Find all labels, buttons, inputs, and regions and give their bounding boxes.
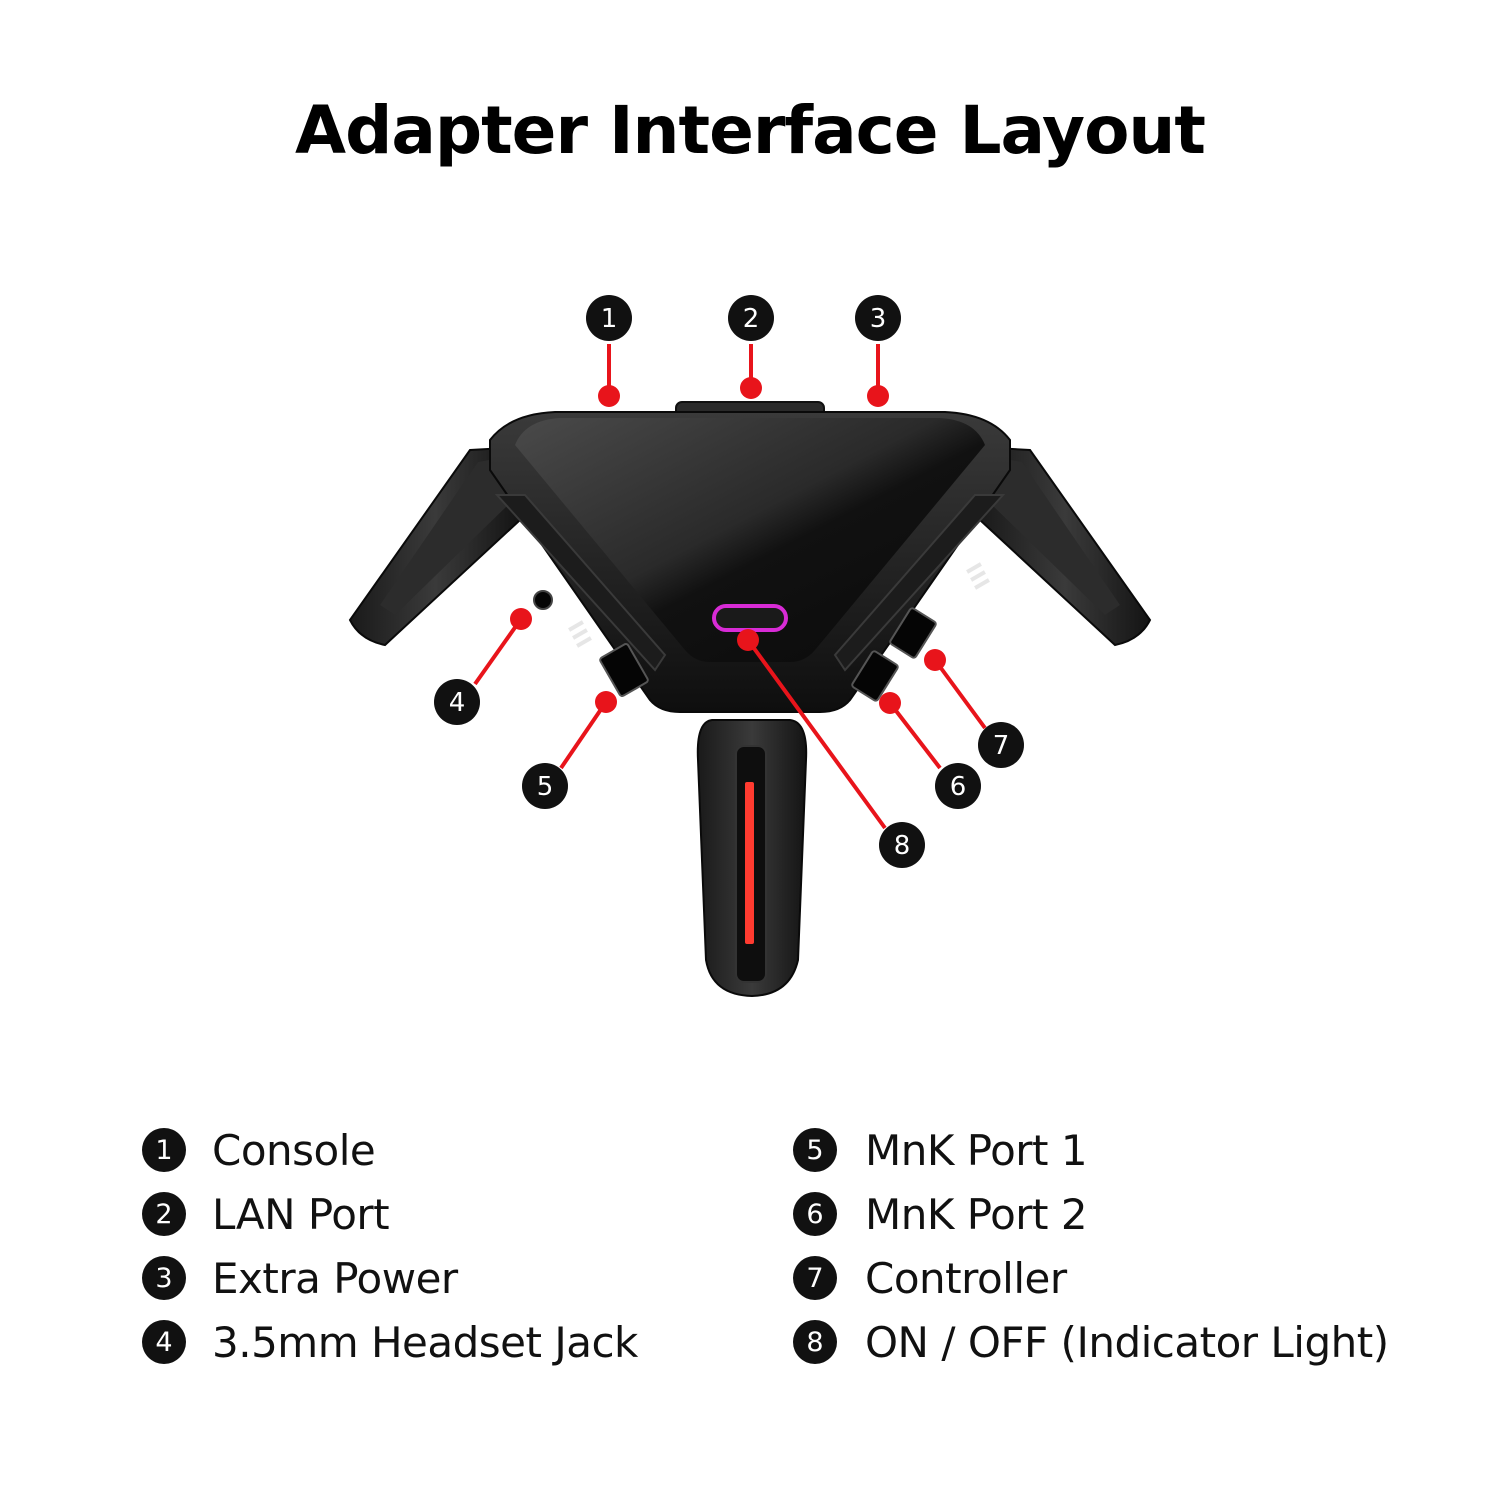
legend-label: Console — [212, 1125, 376, 1175]
callout-dot-4 — [510, 608, 532, 630]
callout-line-7 — [933, 658, 987, 730]
legend-number: 2 — [142, 1192, 186, 1236]
legend-label: Controller — [865, 1253, 1067, 1303]
callout-badge-8: 8 — [879, 822, 925, 868]
page-title: Adapter Interface Layout — [295, 92, 1206, 169]
callout-badge-1: 1 — [586, 295, 632, 341]
svg-text:6: 6 — [950, 772, 967, 802]
legend-right: 5 MnK Port 1 6 MnK Port 2 7 Controller 8… — [793, 1118, 1389, 1374]
legend-number: 7 — [793, 1256, 837, 1300]
callout-badge-4: 4 — [434, 679, 480, 725]
callout-dot-6 — [879, 692, 901, 714]
legend-label: ON / OFF (Indicator Light) — [865, 1317, 1389, 1367]
legend-number: 4 — [142, 1320, 186, 1364]
mnk-port-2 — [851, 650, 899, 702]
callout-line-6 — [888, 701, 942, 770]
legend-label: MnK Port 1 — [865, 1125, 1088, 1175]
callout-badge-7: 7 — [978, 722, 1024, 768]
legend-item-mnk-port-2: 6 MnK Port 2 — [793, 1182, 1389, 1246]
callout-badge-5: 5 — [522, 763, 568, 809]
legend-item-on-off: 8 ON / OFF (Indicator Light) — [793, 1310, 1389, 1374]
callout-dot-3 — [867, 385, 889, 407]
callout-badge-2: 2 — [728, 295, 774, 341]
svg-text:1: 1 — [601, 304, 618, 334]
legend-number: 1 — [142, 1128, 186, 1172]
legend-left: 1 Console 2 LAN Port 3 Extra Power 4 3.5… — [142, 1118, 638, 1374]
controller-port — [889, 607, 937, 659]
adapter-diagram: 1 2 3 4 5 6 7 8 — [348, 295, 1152, 998]
svg-text:4: 4 — [449, 688, 466, 718]
callout-dot-2 — [740, 377, 762, 399]
svg-text:5: 5 — [537, 772, 554, 802]
legend-item-console: 1 Console — [142, 1118, 638, 1182]
legend-label: Extra Power — [212, 1253, 458, 1303]
headset-jack — [533, 590, 553, 610]
svg-text:3: 3 — [870, 304, 887, 334]
svg-text:7: 7 — [993, 731, 1010, 761]
legend-item-controller: 7 Controller — [793, 1246, 1389, 1310]
callout-line-4 — [473, 617, 523, 686]
legend-item-headset-jack: 4 3.5mm Headset Jack — [142, 1310, 638, 1374]
legend-number: 3 — [142, 1256, 186, 1300]
svg-text:8: 8 — [894, 831, 911, 861]
legend-item-extra-power: 3 Extra Power — [142, 1246, 638, 1310]
mnk-port-1 — [599, 643, 649, 697]
top-face — [515, 418, 985, 662]
callout-line-8 — [746, 638, 887, 830]
legend-number: 5 — [793, 1128, 837, 1172]
callout-line-5 — [559, 700, 608, 770]
legend-item-lan-port: 2 LAN Port — [142, 1182, 638, 1246]
adapter-device — [348, 401, 1152, 998]
svg-text:2: 2 — [743, 304, 760, 334]
legend-number: 8 — [793, 1320, 837, 1364]
legend-item-mnk-port-1: 5 MnK Port 1 — [793, 1118, 1389, 1182]
legend-label: LAN Port — [212, 1189, 390, 1239]
callout-dots — [510, 377, 946, 714]
indicator-light — [712, 604, 788, 632]
callout-dot-1 — [598, 385, 620, 407]
legend-label: 3.5mm Headset Jack — [212, 1317, 638, 1367]
callout-badge-6: 6 — [935, 763, 981, 809]
callout-dot-5 — [595, 691, 617, 713]
callout-dot-8 — [737, 629, 759, 651]
grip-stripe — [745, 782, 754, 944]
legend-number: 6 — [793, 1192, 837, 1236]
legend-label: MnK Port 2 — [865, 1189, 1088, 1239]
callout-badge-3: 3 — [855, 295, 901, 341]
callout-dot-7 — [924, 649, 946, 671]
